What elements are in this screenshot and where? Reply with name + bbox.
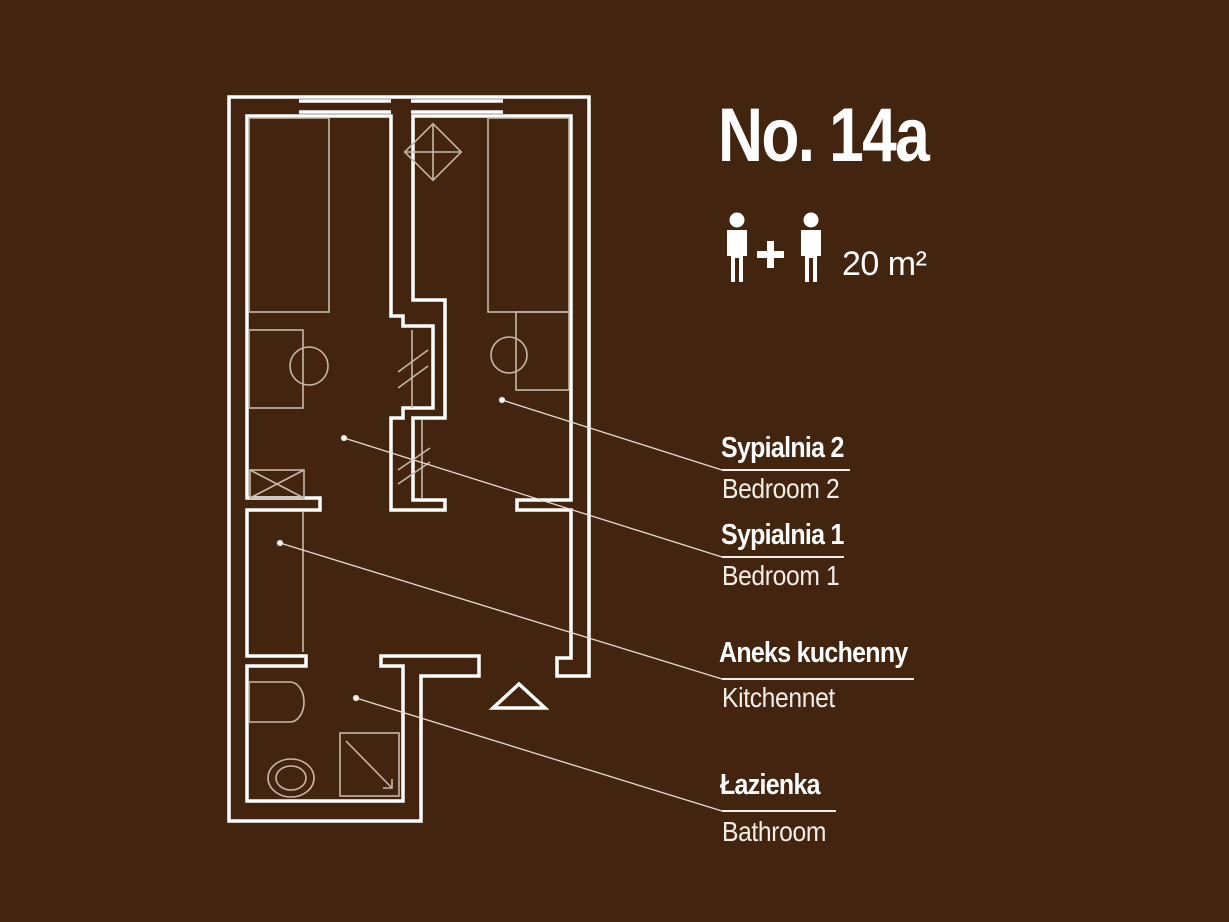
desk-left [248,329,304,409]
bed-right [487,117,570,313]
apartment-area: 20 m² [842,245,927,283]
washbasin [248,681,305,723]
label-underline [722,810,836,812]
room-label-en: Bedroom 1 [722,560,840,591]
label-underline [722,469,850,471]
room-label-pl: Sypialnia 1 [721,519,844,551]
room-label-en: Kitchennet [722,682,835,713]
label-underline [722,556,844,558]
room-label-pl: Łazienka [720,769,821,801]
wardrobe-left [249,469,305,499]
room-label-pl: Aneks kuchenny [719,637,908,669]
wardrobe-right [403,122,463,182]
entrance-arrow-icon [488,681,550,710]
shower [339,732,400,797]
walls [227,95,591,823]
desk-right [515,311,570,391]
outer-wall [227,95,591,823]
leader-lines [276,396,723,812]
room-label-en: Bathroom [722,816,827,847]
apartment-number: No. 14a [718,93,930,178]
room-label-en: Bedroom 2 [722,473,840,504]
fixtures [248,117,570,798]
toilet [267,758,315,798]
chair-right [490,336,528,374]
bed-left [248,117,330,313]
two-persons-icon [727,212,821,282]
label-underline [722,678,914,680]
chair-left [289,346,329,386]
room-label-pl: Sypialnia 2 [721,432,844,464]
